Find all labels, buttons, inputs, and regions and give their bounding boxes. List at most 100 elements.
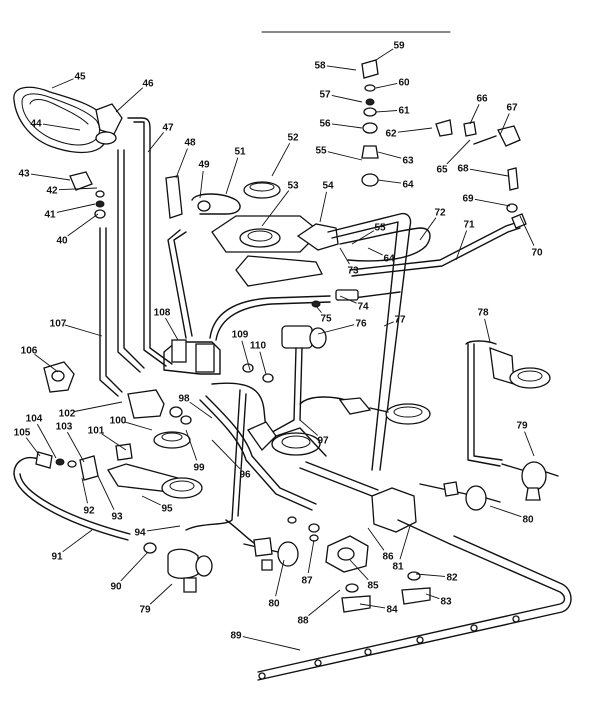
callout-c80a: 80	[522, 515, 534, 526]
leader-line-c55b	[351, 230, 375, 245]
leader-line-c104	[36, 423, 57, 459]
leader-line-c61	[375, 110, 398, 113]
callout-c80b: 80	[268, 599, 280, 610]
center-valve-block	[299, 461, 431, 613]
callout-c96: 96	[239, 470, 251, 481]
callout-c110: 110	[250, 341, 267, 352]
callout-c65: 65	[436, 165, 448, 176]
leader-line-c106	[34, 353, 59, 373]
leader-line-c80a	[489, 505, 522, 518]
callout-c69: 69	[462, 194, 474, 205]
callout-c106: 106	[21, 346, 38, 357]
leader-line-c69	[474, 198, 511, 207]
callout-c63: 63	[402, 156, 414, 167]
leader-line-c55a	[327, 151, 363, 161]
callout-c45: 45	[74, 72, 86, 83]
leader-line-c56	[331, 123, 363, 129]
callout-c64a: 64	[402, 180, 414, 191]
leader-line-c40	[67, 213, 99, 237]
callout-c79b: 79	[139, 605, 151, 616]
leader-line-c76	[317, 324, 355, 335]
leader-line-c90	[120, 551, 149, 582]
front-right-burner	[299, 396, 431, 425]
leader-line-c110	[259, 351, 267, 375]
callout-c91: 91	[51, 552, 63, 563]
callout-c87: 87	[301, 576, 313, 587]
leader-line-c88	[308, 589, 341, 616]
callout-c57: 57	[319, 90, 331, 101]
callout-c42: 42	[46, 186, 58, 197]
callout-c68: 68	[457, 164, 469, 175]
mid-tubes	[185, 382, 317, 549]
callout-c88: 88	[297, 616, 309, 627]
leader-line-c109	[241, 340, 251, 371]
callout-c99: 99	[193, 463, 205, 474]
manifold-assembly	[163, 229, 331, 375]
valve-80-right	[419, 481, 501, 511]
leader-line-c71	[455, 230, 468, 261]
leader-line-c65	[446, 139, 471, 165]
leader-line-c77	[383, 321, 394, 327]
leader-line-c82	[415, 573, 446, 577]
callout-c58: 58	[314, 61, 326, 72]
callout-c105: 105	[14, 428, 31, 439]
leader-line-c68	[469, 168, 509, 177]
leader-line-c47	[147, 132, 164, 153]
leader-line-c97	[299, 419, 319, 436]
leader-line-c41	[56, 203, 96, 213]
callout-c103: 103	[56, 422, 73, 433]
leader-line-c92	[81, 477, 88, 504]
callout-c52: 52	[287, 133, 299, 144]
callout-c98: 98	[178, 394, 190, 405]
callout-c77: 77	[394, 315, 406, 326]
right-gas-lines	[327, 212, 527, 471]
leader-line-c52	[271, 142, 291, 177]
callout-c56: 56	[319, 119, 331, 130]
leader-line-c62	[397, 127, 433, 133]
leader-line-c45	[51, 78, 74, 89]
leader-line-c74	[339, 295, 357, 304]
leader-line-c78	[484, 318, 491, 343]
leader-line-c66	[469, 104, 480, 125]
leader-line-c70	[519, 215, 535, 246]
leader-line-c91	[62, 529, 93, 553]
callout-c66: 66	[476, 94, 488, 105]
callout-c82: 82	[446, 573, 458, 584]
burner-shutter	[69, 171, 93, 191]
igniter-bracket	[165, 175, 241, 219]
leader-line-c48	[175, 148, 188, 179]
oven-burner-assembly	[13, 86, 123, 219]
callout-c61: 61	[398, 106, 410, 117]
rear-right-burner	[465, 340, 551, 467]
callout-c81: 81	[392, 562, 404, 573]
callout-c55a: 55	[315, 146, 327, 157]
callout-c46: 46	[142, 79, 154, 90]
callout-c41: 41	[44, 210, 56, 221]
callout-c60: 60	[398, 78, 410, 89]
callout-c86: 86	[382, 552, 394, 563]
leader-line-c43	[30, 173, 71, 181]
callout-c71: 71	[463, 220, 475, 231]
valve-79-right	[501, 461, 559, 501]
leader-line-c44	[42, 123, 81, 131]
leader-line-c103	[67, 431, 85, 463]
left-front-burner	[79, 431, 203, 499]
callout-c40: 40	[56, 236, 68, 247]
leader-line-c85	[349, 559, 369, 581]
callout-c72: 72	[434, 208, 446, 219]
callout-c78: 78	[477, 308, 489, 319]
callout-c109: 109	[232, 330, 249, 341]
callout-c47: 47	[162, 123, 174, 134]
callout-c97: 97	[317, 436, 329, 447]
valve-106	[43, 361, 75, 393]
callout-c92: 92	[83, 506, 95, 517]
leader-line-c99	[185, 429, 198, 461]
callout-c107: 107	[50, 319, 67, 330]
callout-c93: 93	[111, 512, 123, 523]
left-bottom-tube	[13, 451, 131, 541]
leader-line-c64a	[377, 179, 402, 184]
callout-c94: 94	[134, 528, 146, 539]
leader-line-c83	[425, 593, 440, 600]
leader-line-c94	[146, 525, 181, 532]
callout-c55b: 55	[374, 223, 386, 234]
